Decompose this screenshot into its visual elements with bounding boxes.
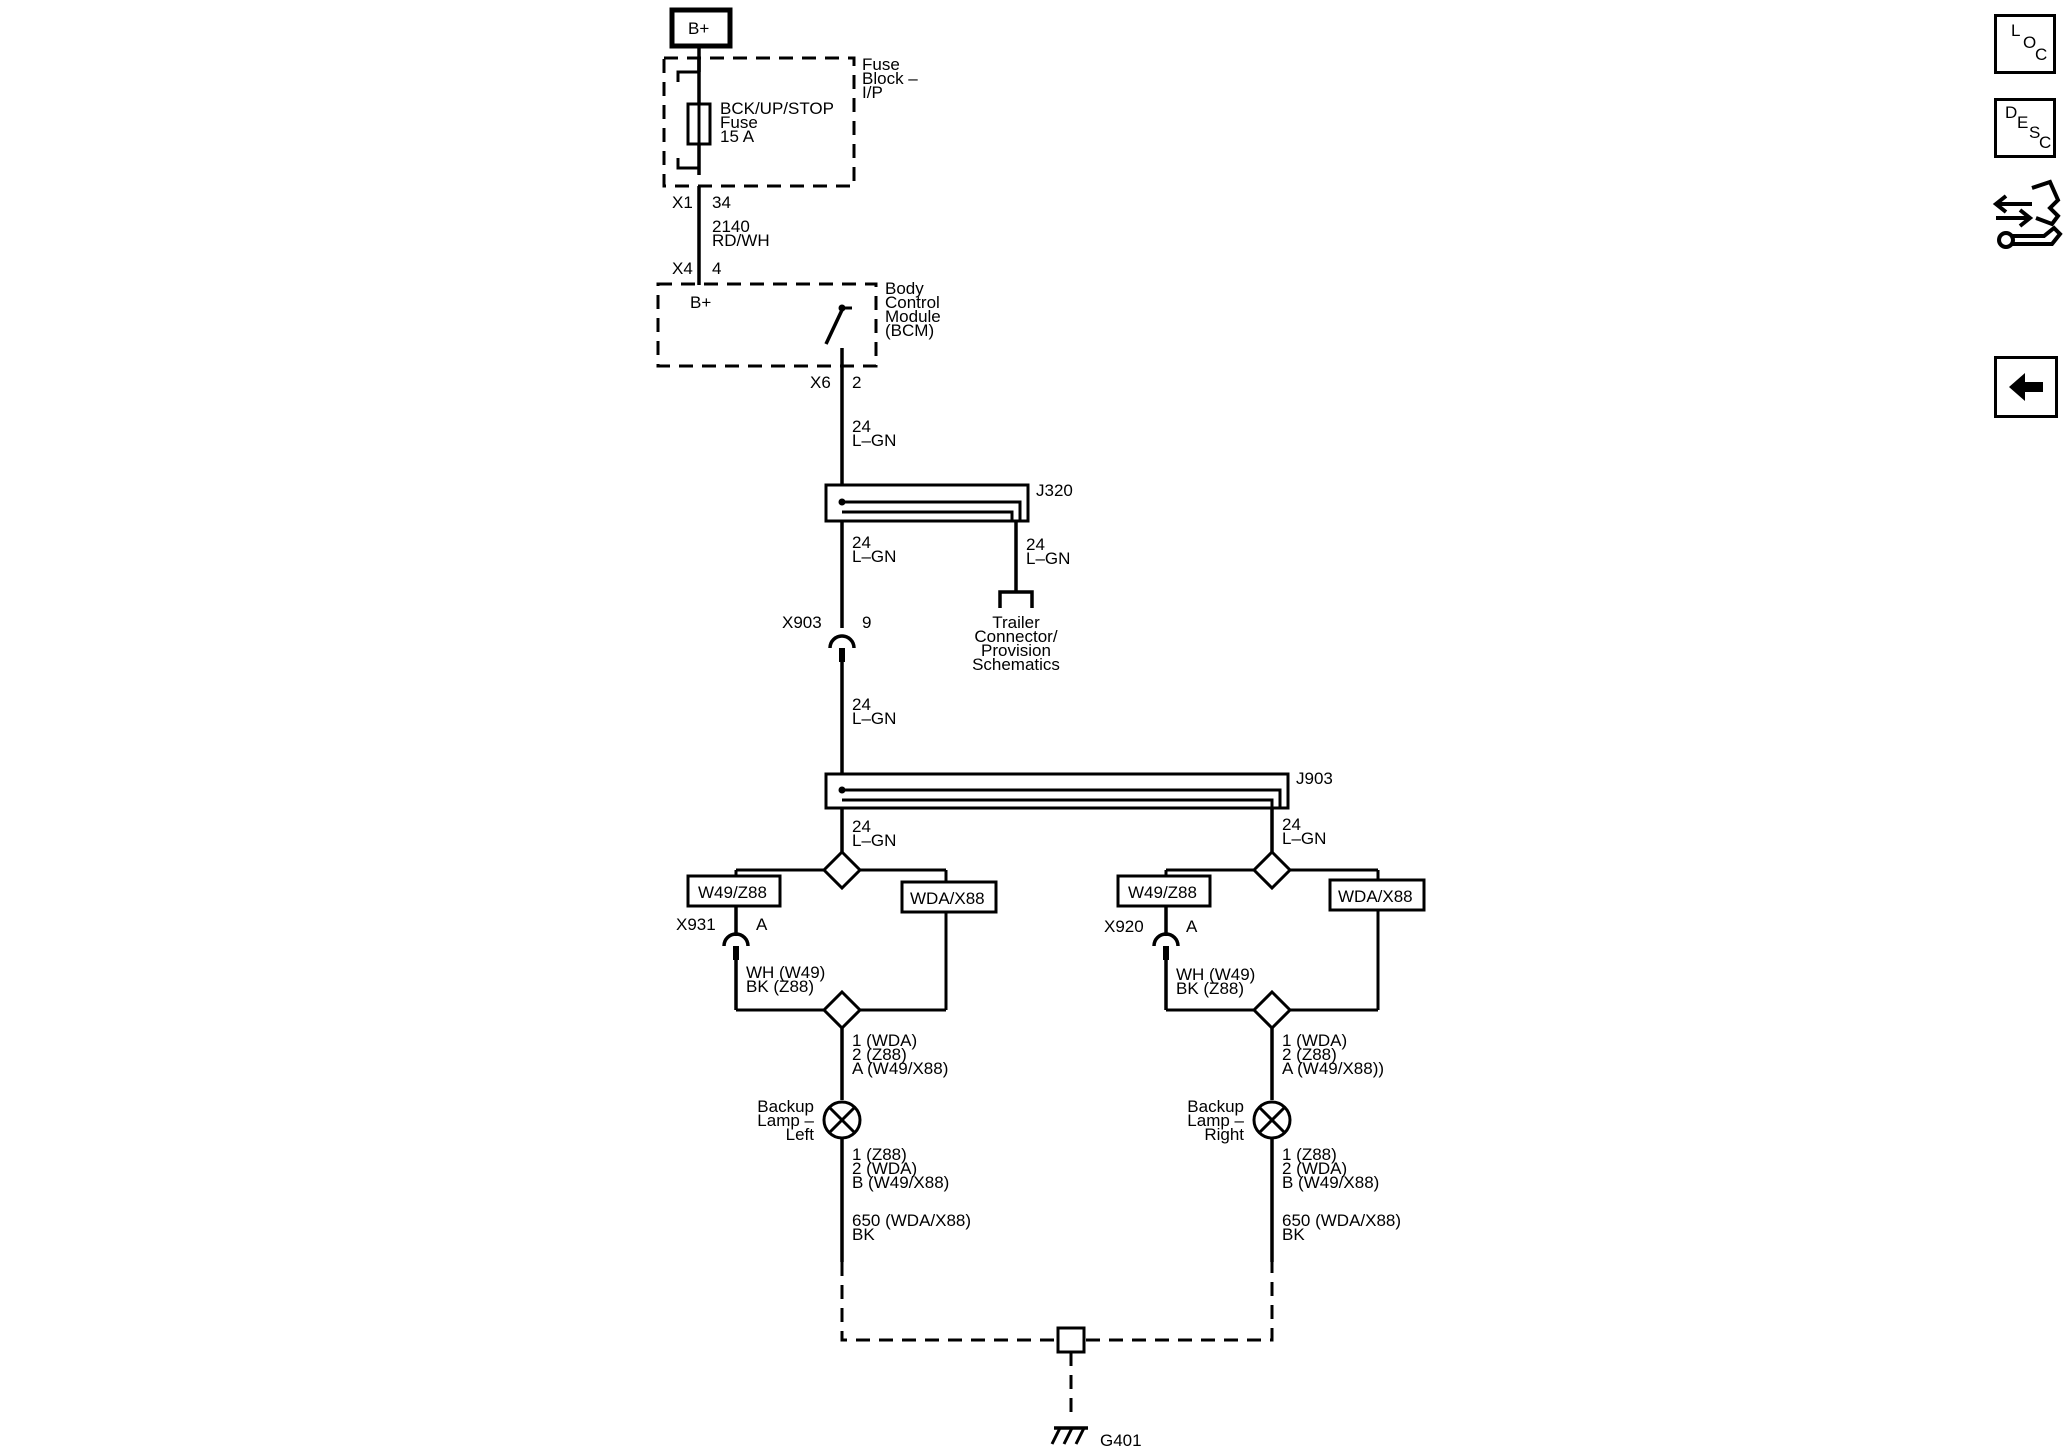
left-x931-connector <box>722 932 750 947</box>
right-x920-connector <box>1152 932 1180 947</box>
left-option-wda-x88-label: WDA/X88 <box>910 889 985 908</box>
left-connector-pin: A <box>756 915 768 934</box>
ground-splice <box>1056 1326 1086 1354</box>
left-backup-lamp-symbol <box>822 1100 862 1140</box>
battery-power-box <box>669 7 733 49</box>
right-connector-pin: A <box>1186 917 1198 936</box>
location-button[interactable]: L O C <box>1994 14 2056 74</box>
ground-circuit <box>840 1262 1274 1445</box>
description-letter-s: S <box>2029 123 2041 142</box>
right-option-w49-z88-label: W49/Z88 <box>1128 883 1197 902</box>
description-button[interactable]: D E S C <box>1994 98 2056 158</box>
bcm-outline <box>656 282 878 368</box>
bcm-output-pin: 2 <box>852 373 861 392</box>
right-option-splice-bottom <box>1251 989 1293 1031</box>
left-ground-wire-label: 650 (WDA/X88)BK <box>852 1211 971 1244</box>
back-arrow-icon <box>2009 373 2043 401</box>
right-option-wda-x88 <box>1328 878 1426 912</box>
right-lamp-pins-in: 1 (WDA)2 (Z88)A (W49/X88)) <box>1282 1031 1384 1078</box>
fuse-block-pin: 34 <box>712 193 731 212</box>
right-lamp-pins-out: 1 (Z88)2 (WDA)B (W49/X88) <box>1282 1145 1379 1192</box>
right-ground-wire-label: 650 (WDA/X88)BK <box>1282 1211 1401 1244</box>
right-wire-color: WH (W49)BK (Z88) <box>1176 965 1255 998</box>
fuse-block-connector: X1 <box>672 193 693 212</box>
ground-label: G401 <box>1100 1431 1142 1450</box>
left-option-w49-z88 <box>686 874 782 908</box>
right-connector-label: X920 <box>1104 917 1144 936</box>
j320-label: J320 <box>1036 481 1073 500</box>
description-letter-d: D <box>2005 103 2018 122</box>
location-letter-c: C <box>2035 45 2048 64</box>
trailer-reference-symbol <box>998 590 1034 608</box>
left-lamp-pins-out: 1 (Z88)2 (WDA)B (W49/X88) <box>852 1145 949 1192</box>
back-button[interactable] <box>1994 356 2058 418</box>
bcm-output-connector: X6 <box>810 373 831 392</box>
right-option-w49-z88 <box>1116 874 1212 908</box>
left-lamp-pins-in: 1 (WDA)2 (Z88)A (W49/X88) <box>852 1031 948 1078</box>
x903-connector-symbol <box>828 634 856 649</box>
connector-wrench-icon[interactable] <box>1992 178 2064 256</box>
battery-power-label: B+ <box>688 19 709 38</box>
right-option-splice-top <box>1251 849 1293 891</box>
j903-label: J903 <box>1296 769 1333 788</box>
left-option-splice-top <box>821 849 863 891</box>
left-option-splice-bottom <box>821 989 863 1031</box>
bcm-switch-symbol <box>824 304 852 366</box>
description-letter-e: E <box>2017 113 2029 132</box>
bcm-input-connector: X4 <box>672 259 693 278</box>
left-option-w49-z88-label: W49/Z88 <box>698 883 767 902</box>
right-backup-lamp-symbol <box>1252 1100 1292 1140</box>
left-option-wda-x88 <box>900 880 998 914</box>
left-wire-color: WH (W49)BK (Z88) <box>746 963 825 996</box>
x903-connector-label: X903 <box>782 613 822 632</box>
description-letter-c: C <box>2039 133 2052 152</box>
fuse-block-outline <box>662 56 856 188</box>
location-letter-o: O <box>2023 33 2037 52</box>
fuse-symbol <box>676 58 712 175</box>
x903-pin-label: 9 <box>862 613 871 632</box>
left-connector-label: X931 <box>676 915 716 934</box>
bcm-input-pin: 4 <box>712 259 721 278</box>
right-option-wda-x88-label: WDA/X88 <box>1338 887 1413 906</box>
location-letter-l: L <box>2011 21 2021 40</box>
bcm-bplus-label: B+ <box>690 293 711 312</box>
